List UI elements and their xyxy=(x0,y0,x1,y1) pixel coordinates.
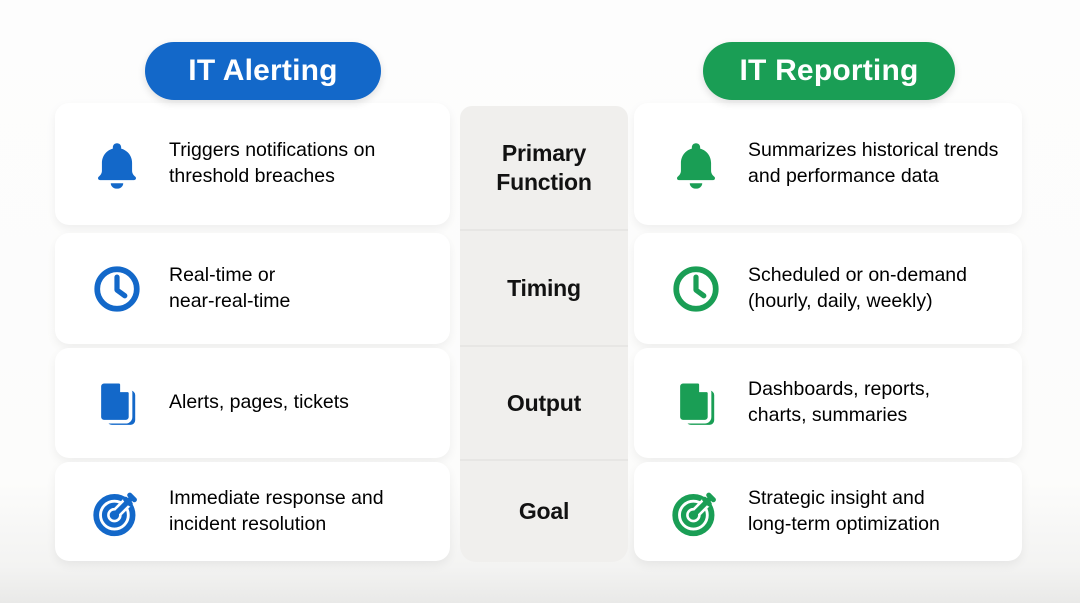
reporting-timing-card: Scheduled or on-demand (hourly, daily, w… xyxy=(634,233,1022,344)
reporting-primary-function-text: Summarizes historical trends and perform… xyxy=(748,139,999,187)
reporting-header-pill: IT Reporting xyxy=(703,42,955,100)
documents-icon xyxy=(97,379,136,425)
alerting-column: Triggers notifications on threshold brea… xyxy=(55,103,450,561)
alerting-primary-function-card: Triggers notifications on threshold brea… xyxy=(55,103,450,225)
row-label-timing: Timing xyxy=(460,229,628,345)
reporting-goal-card: Strategic insight and long-term optimiza… xyxy=(634,462,1022,561)
clock-icon xyxy=(673,265,719,312)
bell-icon xyxy=(677,143,715,189)
documents-icon xyxy=(676,379,715,425)
alerting-timing-card: Real-time or near-real-time xyxy=(55,233,450,344)
row-label-goal: Goal xyxy=(460,459,628,562)
alerting-header-pill: IT Alerting xyxy=(145,42,381,100)
reporting-goal-text: Strategic insight and long-term optimiza… xyxy=(748,486,940,535)
target-icon xyxy=(93,490,139,536)
alerting-primary-function-text: Triggers notifications on threshold brea… xyxy=(169,139,376,187)
reporting-timing-text: Scheduled or on-demand (hourly, daily, w… xyxy=(748,263,967,312)
reporting-output-card: Dashboards, reports, charts, summaries xyxy=(634,348,1022,458)
alerting-goal-text: Immediate response and incident resoluti… xyxy=(169,486,384,535)
alerting-goal-card: Immediate response and incident resoluti… xyxy=(55,462,450,561)
reporting-title: IT Reporting xyxy=(739,54,919,87)
target-icon xyxy=(672,490,718,536)
clock-icon xyxy=(94,265,140,312)
bell-icon xyxy=(98,143,136,189)
alerting-output-text: Alerts, pages, tickets xyxy=(169,391,349,414)
alerting-timing-text: Real-time or near-real-time xyxy=(169,263,291,312)
reporting-column: Summarizes historical trends and perform… xyxy=(634,103,1022,561)
row-label-primary-function: Primary Function xyxy=(496,140,592,195)
alerting-output-card: Alerts, pages, tickets xyxy=(55,348,450,458)
reporting-primary-function-card: Summarizes historical trends and perform… xyxy=(634,103,1022,225)
alerting-title: IT Alerting xyxy=(188,54,338,87)
row-label-column: Primary Function Timing Output Goal xyxy=(460,106,628,562)
reporting-output-text: Dashboards, reports, charts, summaries xyxy=(748,378,931,426)
row-label-output: Output xyxy=(460,345,628,459)
